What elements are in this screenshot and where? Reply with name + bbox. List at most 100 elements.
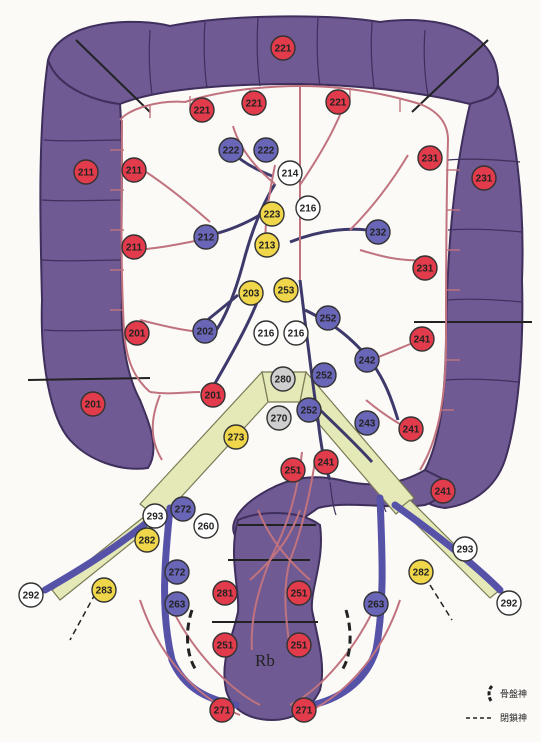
lymph-node-223: 223: [260, 202, 284, 226]
lymph-node-label: 241: [414, 335, 431, 346]
lymph-node-label: 252: [316, 371, 333, 382]
lymph-node-221: 221: [271, 36, 295, 60]
lymph-node-252: 252: [297, 398, 321, 422]
legend-pelvic-nerve-label: 骨盤神: [500, 688, 527, 700]
lymph-node-221: 221: [190, 98, 214, 122]
lymph-node-label: 263: [169, 600, 186, 611]
lymph-node-242: 242: [355, 348, 379, 372]
lymph-node-251: 251: [287, 633, 311, 657]
lymph-node-label: 231: [417, 264, 434, 275]
lymph-node-label: 272: [175, 505, 192, 516]
lymph-node-214: 214: [278, 161, 302, 185]
lymph-node-241: 241: [399, 417, 423, 441]
lymph-node-label: 251: [217, 641, 234, 652]
lymph-node-243: 243: [355, 411, 379, 435]
lymph-node-label: 221: [246, 99, 263, 110]
lymph-node-label: 281: [217, 589, 234, 600]
lymph-node-label: 241: [403, 425, 420, 436]
lymph-node-231: 231: [413, 256, 437, 280]
lymph-node-label: 214: [282, 169, 299, 180]
lymph-node-label: 252: [320, 314, 337, 325]
lymph-node-202: 202: [193, 319, 217, 343]
lymph-node-label: 221: [194, 106, 211, 117]
lymph-node-label: 242: [359, 356, 376, 367]
lymph-node-222: 222: [254, 138, 278, 162]
lymph-node-201: 201: [81, 392, 105, 416]
lymph-node-251: 251: [287, 581, 311, 605]
lymph-node-251: 251: [213, 633, 237, 657]
lymph-node-label: 201: [129, 329, 146, 340]
lymph-node-label: 292: [501, 599, 518, 610]
lymph-node-label: 272: [169, 568, 186, 579]
lymph-node-label: 221: [275, 44, 292, 55]
lymph-node-label: 283: [96, 586, 113, 597]
lymph-node-label: 260: [198, 522, 215, 533]
lymph-node-label: 212: [198, 233, 215, 244]
legend-obturator-nerve-label: 閉鎖神: [500, 712, 527, 724]
lymph-node-label: 203: [243, 289, 260, 300]
lymph-node-260: 260: [194, 514, 218, 538]
lymph-node-251: 251: [281, 458, 305, 482]
lymph-node-253: 253: [274, 278, 298, 302]
lymph-node-241: 241: [410, 327, 434, 351]
lymph-node-231: 231: [418, 146, 442, 170]
lymph-node-232: 232: [366, 220, 390, 244]
lymph-node-label: 221: [330, 98, 347, 109]
lymph-node-292: 292: [497, 591, 521, 615]
lymph-node-216: 216: [296, 196, 320, 220]
lymph-node-241: 241: [431, 479, 455, 503]
lymph-node-label: 222: [223, 146, 240, 157]
lymph-node-213: 213: [255, 233, 279, 257]
lymph-node-222: 222: [219, 138, 243, 162]
lymph-node-label: 280: [275, 375, 292, 386]
lymph-node-label: 241: [318, 458, 335, 469]
lymph-node-221: 221: [242, 91, 266, 115]
vasa-recta: [110, 88, 460, 410]
lymph-node-label: 232: [370, 228, 387, 239]
lymph-node-label: 251: [291, 589, 308, 600]
lymph-node-label: 270: [271, 414, 288, 425]
lymph-node-282: 282: [409, 560, 433, 584]
lymph-node-272: 272: [171, 497, 195, 521]
rectum-label: Rb: [255, 651, 275, 670]
lymph-node-label: 252: [301, 406, 318, 417]
lymph-node-283: 283: [92, 578, 116, 602]
lymph-node-211: 211: [122, 235, 146, 259]
lymph-node-label: 282: [139, 536, 156, 547]
lymph-node-label: 211: [126, 243, 143, 254]
legend: 骨盤神 閉鎖神: [466, 686, 527, 724]
lymph-node-label: 251: [285, 466, 302, 477]
lymph-node-216: 216: [254, 321, 278, 345]
lymph-node-212: 212: [194, 225, 218, 249]
lymph-node-201: 201: [125, 321, 149, 345]
lymph-node-293: 293: [453, 537, 477, 561]
lymph-node-271: 271: [292, 698, 316, 722]
lymph-node-label: 231: [422, 154, 439, 165]
lymph-node-292: 292: [19, 583, 43, 607]
lymph-node-label: 222: [258, 146, 275, 157]
lymph-node-282: 282: [135, 528, 159, 552]
lymph-node-label: 231: [476, 174, 493, 185]
lymph-node-label: 251: [291, 641, 308, 652]
lymph-node-label: 293: [147, 512, 164, 523]
lymph-node-271: 271: [210, 698, 234, 722]
lymph-node-252: 252: [316, 306, 340, 330]
lymph-node-203: 203: [239, 281, 263, 305]
lymph-node-280: 280: [271, 367, 295, 391]
lymph-node-270: 270: [267, 406, 291, 430]
lymph-node-label: 271: [214, 706, 231, 717]
lymph-node-label: 271: [296, 706, 313, 717]
legend-pelvic-nerve-swatch: [489, 686, 492, 702]
lymph-node-label: 202: [197, 327, 214, 338]
lymph-node-216: 216: [284, 321, 308, 345]
lymph-node-263: 263: [165, 592, 189, 616]
lymph-node-272: 272: [165, 560, 189, 584]
lymph-node-252: 252: [312, 363, 336, 387]
lymph-node-263: 263: [364, 592, 388, 616]
lymph-node-label: 263: [368, 600, 385, 611]
lymph-node-label: 211: [126, 166, 143, 177]
lymph-node-label: 201: [205, 391, 222, 402]
lymph-node-label: 253: [278, 286, 295, 297]
